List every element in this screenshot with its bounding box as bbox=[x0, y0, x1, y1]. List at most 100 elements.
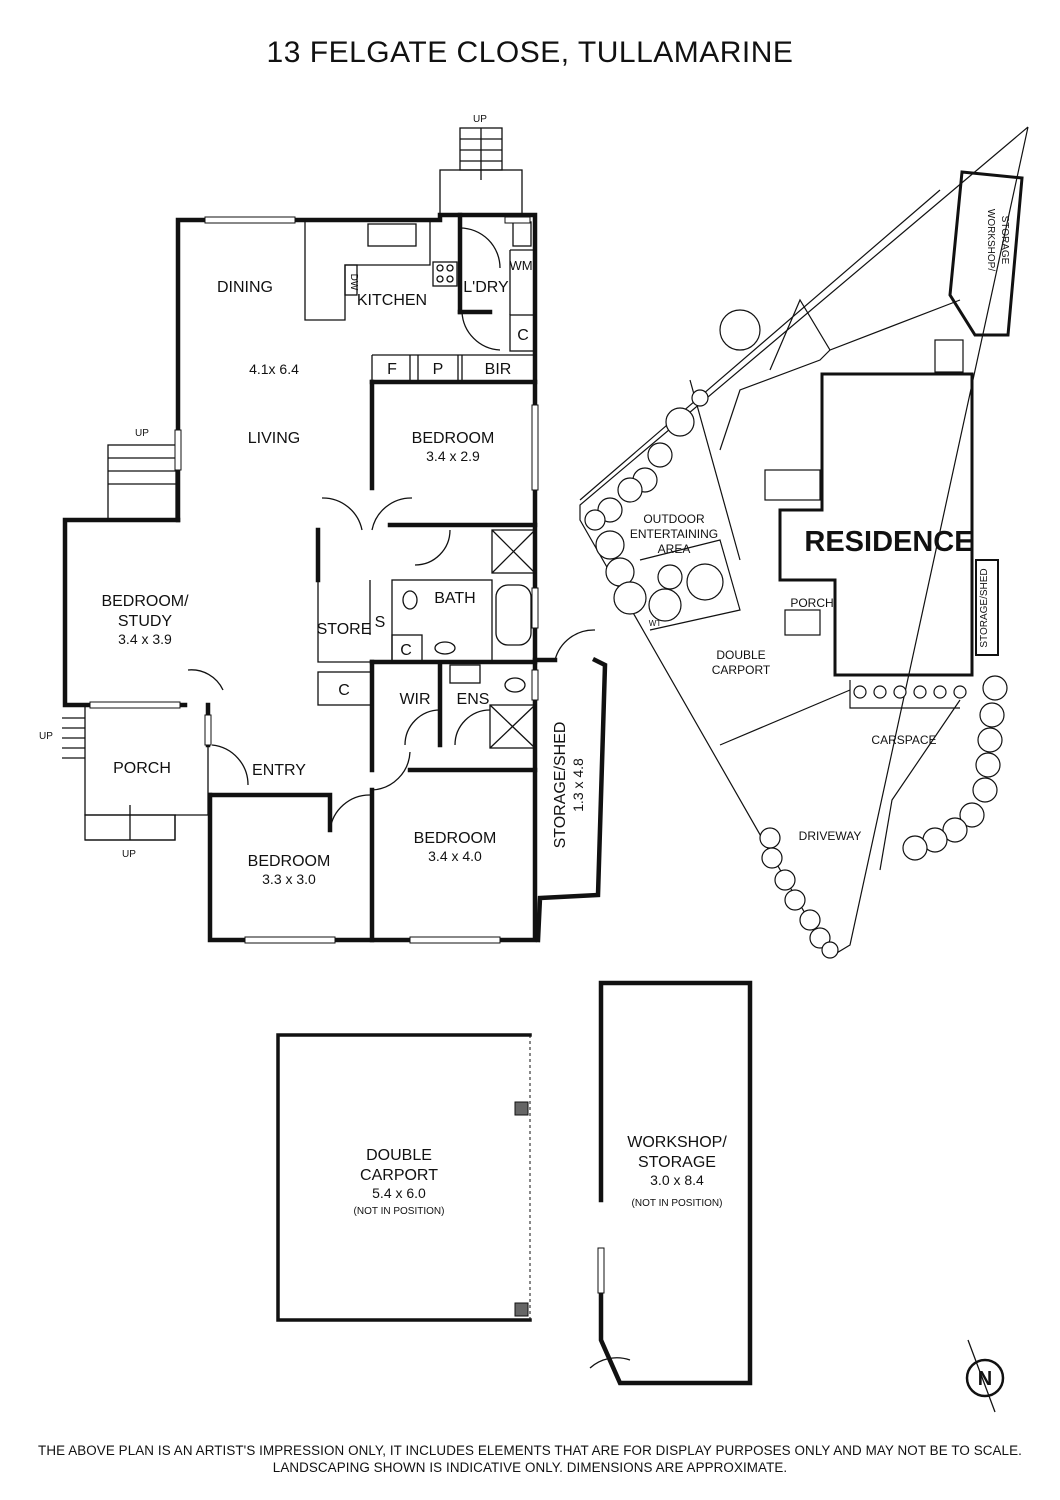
tree-icon bbox=[691, 389, 709, 407]
disclaimer-line-2: LANDSCAPING SHOWN IS INDICATIVE ONLY. DI… bbox=[272, 1460, 788, 1475]
workshop-label-2: STORAGE bbox=[638, 1154, 716, 1171]
tree-icon bbox=[784, 889, 806, 911]
tree-icon bbox=[975, 752, 1001, 778]
tree-icon bbox=[686, 563, 724, 601]
site-outdoor-label-3: AREA bbox=[658, 542, 691, 556]
bedroom-c-label: BEDROOM bbox=[414, 830, 497, 847]
site-carspace-label: CARSPACE bbox=[871, 733, 936, 747]
house-interior-lines bbox=[62, 127, 596, 944]
compass-label: N bbox=[978, 1368, 992, 1390]
bedroom-a-label: BEDROOM bbox=[412, 430, 495, 447]
shrub-icon bbox=[853, 685, 867, 699]
workshop-label-1: WORKSHOP/ bbox=[627, 1134, 727, 1151]
tree-icon bbox=[657, 564, 683, 590]
detached-labels: DOUBLE CARPORT 5.4 x 6.0 (NOT IN POSITIO… bbox=[354, 1134, 728, 1217]
carport-label-1: DOUBLE bbox=[366, 1147, 432, 1164]
bedroom-study-label-2: STUDY bbox=[118, 613, 173, 630]
disclaimer: THE ABOVE PLAN IS AN ARTIST'S IMPRESSION… bbox=[0, 1442, 1060, 1476]
c-hall-label: C bbox=[338, 682, 350, 699]
site-residence-label: RESIDENCE bbox=[804, 526, 973, 558]
s-label: S bbox=[375, 614, 386, 631]
site-outdoor-label-2: ENTERTAINING bbox=[630, 527, 718, 541]
tree-icon bbox=[774, 869, 796, 891]
tree-icon bbox=[617, 477, 643, 503]
site-workshop-label-1: WORKSHOP/ bbox=[985, 209, 996, 271]
tree-icon bbox=[972, 777, 998, 803]
shrub-icon bbox=[933, 685, 947, 699]
tree-icon bbox=[979, 702, 1005, 728]
bir-label: BIR bbox=[485, 361, 512, 378]
tree-icon bbox=[759, 827, 781, 849]
bedroom-study-label-1: BEDROOM/ bbox=[101, 593, 189, 610]
up-porch-bottom: UP bbox=[122, 849, 136, 860]
carport-note: (NOT IN POSITION) bbox=[354, 1206, 445, 1217]
workshop-dim: 3.0 x 8.4 bbox=[650, 1172, 704, 1188]
bath-label: BATH bbox=[434, 590, 475, 607]
site-outdoor-label-1: OUTDOOR bbox=[643, 512, 705, 526]
fridge-label: F bbox=[387, 361, 397, 378]
up-left: UP bbox=[135, 428, 149, 439]
shrub-icon bbox=[913, 685, 927, 699]
shrub-icon bbox=[873, 685, 887, 699]
storage-shed-label: STORAGE/SHED bbox=[552, 722, 569, 849]
carport-dim: 5.4 x 6.0 bbox=[372, 1185, 426, 1201]
up-top: UP bbox=[473, 114, 487, 125]
site-trees bbox=[584, 309, 1008, 959]
tree-icon bbox=[821, 941, 839, 959]
bedroom-b-label: BEDROOM bbox=[248, 853, 331, 870]
laundry-label: L'DRY bbox=[463, 279, 509, 296]
tree-icon bbox=[595, 530, 625, 560]
workshop-note: (NOT IN POSITION) bbox=[632, 1198, 723, 1209]
shrub-icon bbox=[893, 685, 907, 699]
site-plan bbox=[579, 126, 1029, 958]
tree-icon bbox=[982, 675, 1008, 701]
tree-icon bbox=[647, 442, 673, 468]
wir-label: WIR bbox=[399, 691, 430, 708]
detached-workshop bbox=[589, 980, 753, 1386]
c-bath-label: C bbox=[400, 642, 412, 659]
shrub-icon bbox=[953, 685, 967, 699]
tree-icon bbox=[719, 309, 761, 351]
up-porch-left: UP bbox=[39, 731, 53, 742]
wm-label: WM bbox=[509, 258, 532, 273]
ens-label: ENS bbox=[457, 691, 490, 708]
site-storage-shed-label: STORAGE/SHED bbox=[979, 568, 990, 647]
tree-icon bbox=[942, 817, 968, 843]
carport-label-2: CARPORT bbox=[360, 1167, 438, 1184]
bedroom-b-dim: 3.3 x 3.0 bbox=[262, 871, 316, 887]
disclaimer-line-1: THE ABOVE PLAN IS AN ARTIST'S IMPRESSION… bbox=[38, 1443, 1022, 1458]
bedroom-study-dim: 3.4 x 3.9 bbox=[118, 631, 172, 647]
tree-icon bbox=[613, 581, 647, 615]
house-walls bbox=[62, 212, 608, 943]
dw-label: DW bbox=[348, 274, 359, 291]
site-carport-label-2: CARPORT bbox=[712, 663, 771, 677]
kitchen-label: KITCHEN bbox=[357, 292, 427, 309]
store-label: STORE bbox=[317, 621, 372, 638]
site-driveway-label: DRIVEWAY bbox=[799, 829, 862, 843]
tree-icon bbox=[584, 509, 606, 531]
bedroom-c-dim: 3.4 x 4.0 bbox=[428, 848, 482, 864]
dining-label: DINING bbox=[217, 279, 273, 296]
house-labels: UP DINING KITCHEN DW L'DRY WM C 4.1x 6.4… bbox=[39, 114, 586, 887]
c-laundry-label: C bbox=[517, 327, 529, 344]
tree-icon bbox=[761, 847, 783, 869]
detached-carport bbox=[276, 1033, 532, 1322]
storage-shed-dim: 1.3 x 4.8 bbox=[570, 758, 586, 812]
porch-label: PORCH bbox=[113, 760, 171, 777]
tree-icon bbox=[809, 927, 831, 949]
site-workshop-label-2: STORAGE bbox=[999, 216, 1010, 265]
tree-icon bbox=[648, 588, 682, 622]
compass: N bbox=[965, 1339, 1005, 1413]
tree-icon bbox=[902, 835, 928, 861]
site-wt-label: WT bbox=[649, 619, 662, 628]
tree-icon bbox=[977, 727, 1003, 753]
bedroom-a-dim: 3.4 x 2.9 bbox=[426, 448, 480, 464]
living-label: LIVING bbox=[248, 430, 300, 447]
site-porch-label: PORCH bbox=[790, 596, 833, 610]
site-carport-label-1: DOUBLE bbox=[716, 648, 765, 662]
site-labels: WORKSHOP/ STORAGE OUTDOOR ENTERTAINING A… bbox=[630, 209, 1010, 843]
pantry-label: P bbox=[433, 361, 444, 378]
tree-icon bbox=[959, 802, 985, 828]
living-dim: 4.1x 6.4 bbox=[249, 361, 299, 377]
